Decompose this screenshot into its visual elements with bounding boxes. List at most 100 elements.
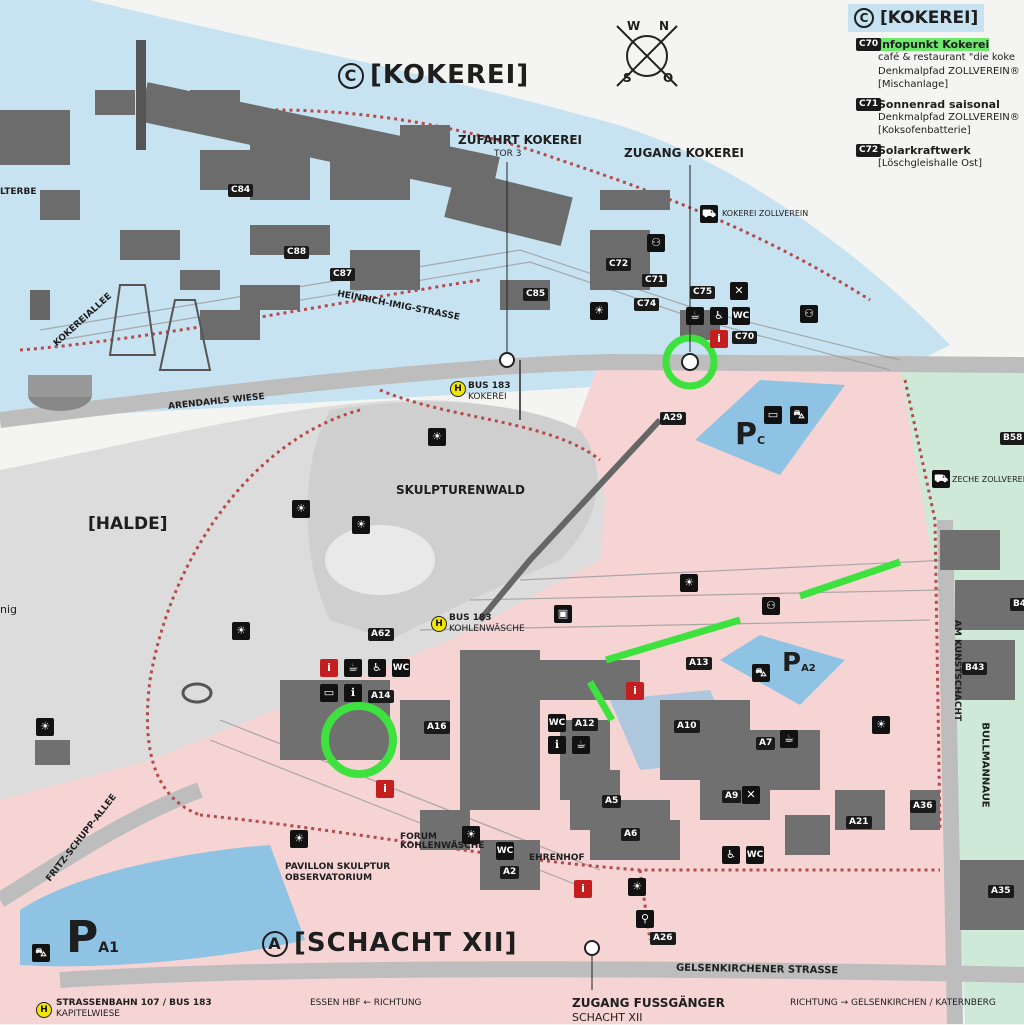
- light-icon[interactable]: ☀: [680, 574, 698, 592]
- legend-entry-c72[interactable]: C72 Solarkraftwerk [Löschgleishalle Ost]: [848, 143, 1024, 171]
- car-icon[interactable]: ⛍: [32, 944, 50, 962]
- highlight-forum: [321, 702, 397, 778]
- cafe-icon[interactable]: ☕: [572, 736, 590, 754]
- visitors-icon[interactable]: ⚇: [762, 597, 780, 615]
- light-icon[interactable]: ☀: [352, 516, 370, 534]
- light-icon[interactable]: ☀: [290, 830, 308, 848]
- code-a29[interactable]: A29: [660, 412, 686, 425]
- light-icon[interactable]: ☀: [590, 302, 608, 320]
- legend-kokerei: C[KOKEREI] C70 Infopunkt Kokerei café & …: [848, 4, 1024, 170]
- restaurant-icon[interactable]: ✕: [730, 282, 748, 300]
- code-a10[interactable]: A10: [674, 720, 700, 733]
- code-a14[interactable]: A14: [368, 690, 394, 703]
- code-a2[interactable]: A2: [500, 866, 520, 879]
- tram-stop-icon[interactable]: H: [36, 1002, 52, 1018]
- legend-line: [Koksofenbatterie]: [878, 125, 971, 136]
- wc-icon[interactable]: WC: [392, 659, 410, 677]
- code-c85[interactable]: C85: [523, 288, 549, 301]
- legend-entry-c71[interactable]: C71 Sonnenrad saisonal Denkmalpfad ZOLLV…: [848, 97, 1024, 138]
- parking-pa1-letter: P: [66, 912, 99, 963]
- shop-icon[interactable]: ▭: [320, 684, 338, 702]
- accessible-icon[interactable]: ♿: [368, 659, 386, 677]
- code-c71[interactable]: C71: [642, 274, 668, 287]
- accessible-icon[interactable]: ♿: [710, 307, 728, 325]
- code-a26[interactable]: A26: [650, 932, 676, 945]
- conveyor-belt: [477, 417, 663, 622]
- bus-icon[interactable]: ▭: [764, 406, 782, 424]
- cafe-icon[interactable]: ☕: [780, 730, 798, 748]
- parking-pa1-label[interactable]: PA1: [66, 916, 119, 960]
- bicycle-icon[interactable]: ⚲: [636, 910, 654, 928]
- code-c84[interactable]: C84: [228, 184, 254, 197]
- street-am-kunstschacht: AM KUNSTSCHACHT: [952, 619, 963, 722]
- label-bus-kokerei-1: BUS 183: [468, 381, 511, 391]
- compass-o: O: [663, 71, 674, 85]
- info-icon[interactable]: i: [320, 659, 338, 677]
- code-a16[interactable]: A16: [424, 721, 450, 734]
- accessible-icon[interactable]: ♿: [722, 846, 740, 864]
- label-strassenbahn-2: KAPITELWIESE: [56, 1009, 120, 1020]
- code-b43[interactable]: B43: [962, 662, 988, 675]
- bus-stop-kokerei-icon[interactable]: H: [450, 381, 466, 397]
- parking-pc-area: [695, 380, 845, 475]
- light-icon[interactable]: ☀: [36, 718, 54, 736]
- street-lterbe: LTERBE: [0, 187, 37, 197]
- train-icon[interactable]: ⛟: [700, 205, 718, 223]
- cafe-icon[interactable]: ☕: [344, 659, 362, 677]
- code-a35[interactable]: A35: [988, 885, 1014, 898]
- service-icon[interactable]: ▣: [554, 605, 572, 623]
- info-icon[interactable]: i: [626, 682, 644, 700]
- area-title-kokerei: C[KOKEREI]: [338, 62, 529, 89]
- code-a62[interactable]: A62: [368, 628, 394, 641]
- code-a13[interactable]: A13: [686, 657, 712, 670]
- legend-entry-c70[interactable]: C70 Infopunkt Kokerei café & restaurant …: [848, 38, 1024, 92]
- guide-icon[interactable]: ℹ: [548, 736, 566, 754]
- code-a7[interactable]: A7: [756, 737, 776, 750]
- info-icon[interactable]: i: [710, 330, 728, 348]
- light-icon[interactable]: ☀: [428, 428, 446, 446]
- code-b4[interactable]: B4: [1010, 598, 1024, 611]
- compass-w: W: [627, 19, 641, 33]
- wc-icon[interactable]: WC: [548, 714, 566, 732]
- code-c87[interactable]: C87: [330, 268, 356, 281]
- legend-code-c72: C72: [856, 143, 882, 157]
- wc-icon[interactable]: WC: [746, 846, 764, 864]
- bus-stop-kohlenwaesche-icon[interactable]: H: [431, 616, 447, 632]
- code-c74[interactable]: C74: [634, 298, 660, 311]
- info-icon[interactable]: i: [574, 880, 592, 898]
- label-bus-kokerei-2: KOKEREI: [468, 391, 507, 402]
- cafe-icon[interactable]: ☕: [686, 307, 704, 325]
- light-icon[interactable]: ☀: [232, 622, 250, 640]
- parking-pa2-label[interactable]: PA2: [782, 650, 816, 676]
- wc-icon[interactable]: WC: [496, 842, 514, 860]
- guide-icon[interactable]: ℹ: [344, 684, 362, 702]
- light-icon[interactable]: ☀: [872, 716, 890, 734]
- label-bus-kohlenwaesche-2: KOHLENWÄSCHE: [449, 623, 525, 634]
- car-icon[interactable]: ⛍: [790, 406, 808, 424]
- label-richtung-gelsenkirchen: RICHTUNG → GELSENKIRCHEN / KATERNBERG: [790, 998, 996, 1008]
- code-a36[interactable]: A36: [910, 800, 936, 813]
- light-icon[interactable]: ☀: [292, 500, 310, 518]
- code-c75[interactable]: C75: [690, 286, 716, 299]
- light-icon[interactable]: ☀: [462, 826, 480, 844]
- code-c72[interactable]: C72: [606, 258, 632, 271]
- visitors-icon[interactable]: ⚇: [647, 234, 665, 252]
- wc-icon[interactable]: WC: [732, 307, 750, 325]
- code-a5[interactable]: A5: [602, 795, 622, 808]
- chimney: [136, 40, 146, 150]
- visitors-icon[interactable]: ⚇: [800, 305, 818, 323]
- train-icon[interactable]: ⛟: [932, 470, 950, 488]
- code-a12[interactable]: A12: [572, 718, 598, 731]
- code-b58[interactable]: B58: [1000, 432, 1024, 445]
- parking-pc-label[interactable]: PC: [735, 420, 765, 450]
- restaurant-icon[interactable]: ✕: [742, 786, 760, 804]
- code-a6[interactable]: A6: [621, 828, 641, 841]
- car-icon[interactable]: ⛍: [752, 664, 770, 682]
- code-a9[interactable]: A9: [722, 790, 742, 803]
- light-icon[interactable]: ☀: [628, 878, 646, 896]
- code-c88[interactable]: C88: [284, 246, 310, 259]
- info-icon[interactable]: i: [376, 780, 394, 798]
- code-a21[interactable]: A21: [846, 816, 872, 829]
- code-c70[interactable]: C70: [732, 331, 758, 344]
